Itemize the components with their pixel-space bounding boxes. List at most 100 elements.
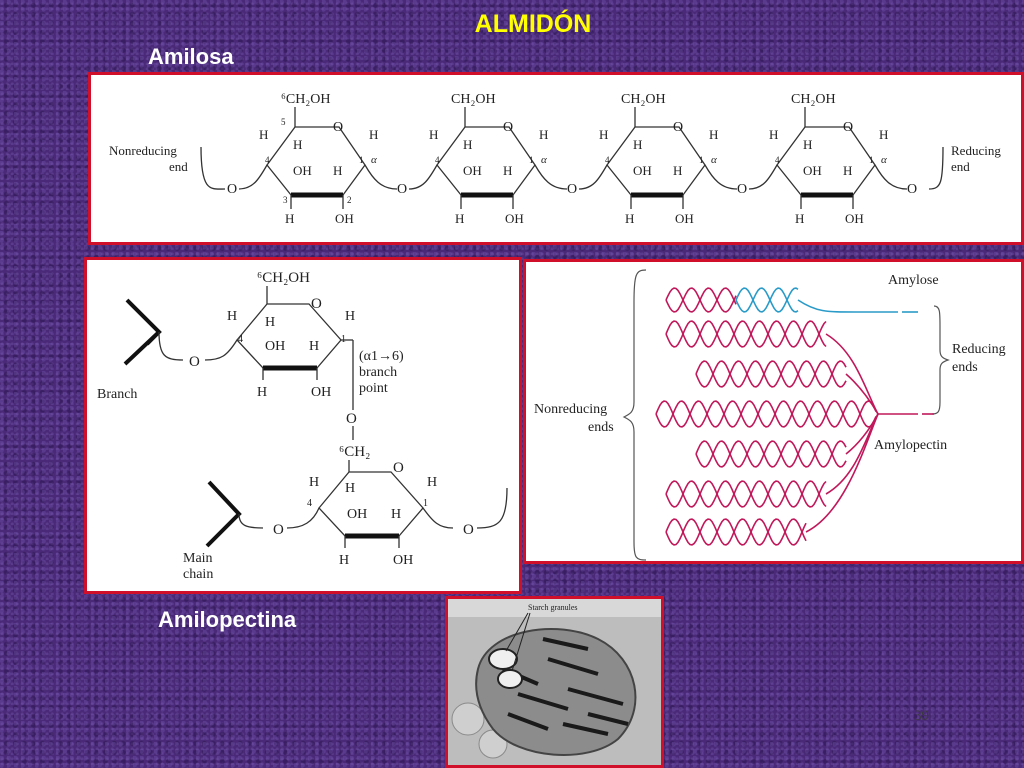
branch-h-c4: H [265,315,275,330]
amylopectin-branch [845,373,879,415]
ring-oxygen: O [673,120,683,135]
alpha-symbol: α [711,154,717,166]
amylose-heading: Amilosa [148,44,234,69]
ch2oh-group: CH₂OH [621,92,666,107]
micrograph-panel: Starch granules [445,596,664,768]
branch-h-c2: H [309,339,319,354]
amylopectin-heading: Amilopectina [158,607,297,632]
caption-pointer [505,612,529,652]
main-chain-bond-4 [476,487,508,529]
carbon-number-4: 4 [605,155,610,165]
amylopectin-helix [665,518,807,546]
oh-bottom: OH [335,211,354,226]
h-c4-up: H [769,127,778,142]
glucose-ring [436,126,536,196]
branch-ch2: ⁶CH₂ [339,444,370,460]
branch-point-label-2: branch [359,365,397,380]
main-ring [318,471,424,537]
main-oh-bottom: OH [393,553,413,568]
oh-c3: OH [803,163,822,178]
reducing-ends-label-1: Reducing [952,342,1006,357]
starch-granule [488,648,518,670]
h-c2: H [673,163,682,178]
glycosidic-bond [238,164,268,190]
nonreducing-brace [622,269,647,561]
amylose-label: Amylose [888,273,939,288]
branch-bond-2 [204,339,238,361]
amylopectin-helix [665,320,827,348]
bridge-oxygen: O [227,182,237,197]
branch-h-upper-left: H [227,309,237,324]
reducing-chain-end [928,146,944,190]
nonreducing-end-label-2: end [169,159,188,174]
amylopectin-helix [695,360,847,388]
starch-granules-caption: Starch granules [528,603,578,612]
ring-oxygen: O [333,120,343,135]
amylopectin-helix [695,360,847,388]
main-bridge-oxygen-right: O [463,522,474,538]
branch-c4-number: 4 [238,334,243,345]
glycosidic-bond [874,164,908,190]
carbon-number-5: 5 [281,117,286,127]
bridge-oxygen: O [737,182,747,197]
ch2oh-group: CH₂OH [451,92,496,107]
h-c2: H [843,163,852,178]
page-number: 39 [914,708,929,724]
oh-bottom: OH [845,211,864,226]
thylakoid-stacks [502,637,629,736]
amylopectin-helix [695,440,847,468]
main-bridge-oxygen-left: O [273,522,284,538]
ring-oxygen: O [843,120,853,135]
branch-bond [158,331,184,361]
polymer-chains [655,287,934,546]
amylopectin-helix [655,400,877,428]
glycosidic-bond [364,164,398,190]
main-chain-bond [238,513,264,529]
glycosidic-bond [578,164,608,190]
chloroplast-body [475,628,637,756]
nonreducing-ends-label-2: ends [588,420,614,435]
h-c1-up: H [879,127,888,142]
h-bottom: H [455,211,464,226]
reducing-end-label-1: Reducing [951,143,1001,158]
amylose-structure-diagram: Nonreducing end Reducing end O⁶CH₂OHOHHH… [109,92,1001,226]
h-bottom: H [795,211,804,226]
carbon-number-4: 4 [775,155,780,165]
main-h-c4: H [345,481,355,496]
h-bottom: H [285,211,294,226]
h-c4-up: H [259,127,268,142]
carbon-number-4: 4 [435,155,440,165]
amylopectin-branch [805,413,879,533]
h-c1-up: H [709,127,718,142]
oh-bottom: OH [505,211,524,226]
main-chain-bond-2 [286,507,320,529]
h-c1-up: H [369,127,378,142]
oh-c3: OH [293,163,312,178]
ch2oh-group: CH₂OH [791,92,836,107]
bridge-oxygen: O [397,182,407,197]
amylose-chain [735,287,799,313]
carbon-number-4: 4 [265,155,270,165]
h-bottom: H [625,211,634,226]
oh-bottom: OH [675,211,694,226]
alpha-symbol: α [881,154,887,166]
carbon-number-2: 2 [347,195,352,205]
main-chain-bond-3 [422,507,454,529]
h-c4-up: H [599,127,608,142]
h-c5: H [463,137,472,152]
nonreducing-ends-label-1: Nonreducing [534,402,607,417]
amylose-chain-segment [665,287,737,313]
branch-point-label-3: point [359,381,388,396]
amylose-tail [797,299,898,313]
branch-oh-bottom: OH [311,385,331,400]
amylopectin-chain-diagram: Nonreducing ends Amylose Reducing ends A… [534,269,1006,561]
amylopectin-helix [665,480,827,508]
h-c1-up: H [539,127,548,142]
starch-granule [497,669,523,689]
main-oh-c3: OH [347,507,367,522]
carbon-number-3: 3 [283,195,288,205]
h-c4-up: H [429,127,438,142]
h-c5: H [633,137,642,152]
